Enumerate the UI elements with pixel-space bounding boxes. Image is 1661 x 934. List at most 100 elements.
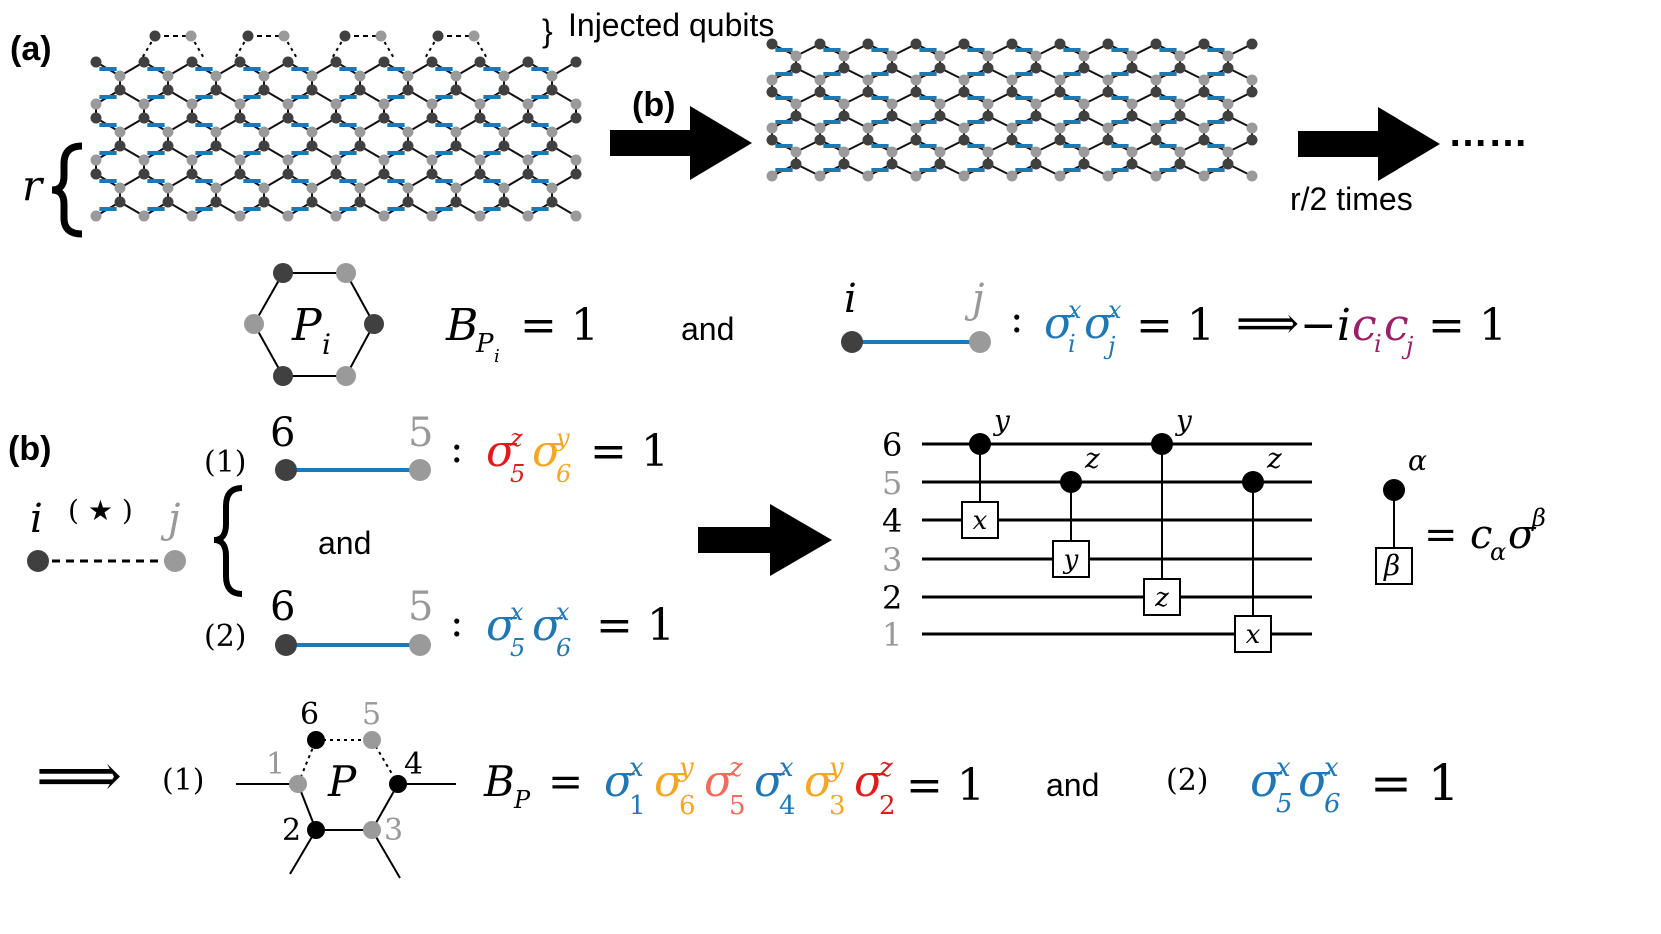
majorana-minus-i: −i: [1300, 300, 1351, 351]
gate-legend: [1375, 479, 1413, 585]
sigma-sup: y: [828, 753, 844, 783]
condition-2-colon: :: [450, 600, 463, 646]
wire-label: 1: [882, 616, 902, 654]
svg-text:6: 6: [556, 634, 571, 662]
control-label: y: [992, 404, 1011, 437]
sigma-sub: 1: [629, 791, 646, 821]
svg-text:x: x: [1068, 296, 1082, 324]
svg-text:σ: σ: [1044, 298, 1076, 349]
gate-label: z: [1154, 583, 1169, 613]
plaquette-label-sub: i: [322, 328, 331, 361]
control-dot: [1060, 471, 1082, 493]
injected-qubits-row: [140, 30, 489, 61]
arrow-right-icon: [1298, 107, 1440, 181]
sigma-sup: x: [779, 753, 794, 783]
svg-text:5: 5: [1276, 789, 1293, 819]
svg-text:σ: σ: [486, 600, 518, 651]
final-xx-term: σ x 5 σ x 6: [1250, 753, 1341, 819]
sigma-sub: 6: [679, 791, 696, 821]
condition-1-eq: = 1: [590, 426, 669, 477]
condition-2-bond: [275, 634, 431, 656]
legend-alpha: α: [1408, 444, 1427, 477]
svg-text:σ: σ: [532, 426, 564, 477]
svg-text:i: i: [1374, 330, 1382, 358]
gate-label: x: [1246, 620, 1261, 650]
node-4: 4: [404, 747, 423, 782]
honeycomb-lattice-evolved: [766, 38, 1258, 182]
node-3: 3: [384, 813, 403, 848]
sigma-sub: 3: [829, 791, 846, 821]
node-6: 6: [300, 697, 319, 732]
svg-text:5: 5: [510, 460, 525, 488]
legend-c: c: [1470, 512, 1492, 558]
r-label: r: [22, 161, 45, 210]
sigma-sup: y: [678, 753, 694, 783]
condition-1-term: σ z 5 σ y 6: [486, 424, 571, 488]
sigma-term: σ: [754, 756, 786, 807]
bond-xx-term: σ x i σ x j: [1044, 296, 1122, 360]
legend-eq: =: [1424, 512, 1458, 558]
wire-label: 5: [882, 464, 902, 502]
bp-tail: = 1: [906, 760, 985, 811]
svg-text:c: c: [1352, 300, 1377, 351]
panel-label-a: (a): [10, 30, 52, 68]
implies-arrow-big: ⟹: [36, 741, 122, 811]
sigma-sub: 4: [779, 791, 796, 821]
condition-1-right: 5: [408, 410, 433, 456]
control-dot: [1151, 433, 1173, 455]
wire-label: 3: [882, 541, 902, 579]
gate-box: [1143, 578, 1181, 616]
condition-1-number: (1): [204, 445, 247, 480]
svg-text:6: 6: [1324, 789, 1341, 819]
svg-text:σ: σ: [532, 600, 564, 651]
bottom-plaquette: [236, 731, 456, 879]
wire-label: 4: [882, 502, 902, 540]
final-eq: = 1: [1370, 754, 1460, 812]
b-operator-eq: = 1: [520, 300, 599, 351]
svg-text:x: x: [510, 598, 524, 626]
svg-text:i: i: [1068, 330, 1076, 358]
bp-operator: B: [483, 757, 515, 806]
arrow-right-icon: [698, 504, 832, 576]
sigma-sup: z: [878, 753, 893, 783]
injected-qubits-label: Injected qubits: [568, 7, 774, 43]
honeycomb-lattice-initial: [90, 56, 582, 222]
injected-site-i: i: [30, 496, 43, 542]
sigma-sup: x: [629, 753, 644, 783]
sigma-term: σ: [854, 756, 886, 807]
control-dot: [1242, 471, 1264, 493]
svg-text:σ: σ: [1250, 753, 1283, 807]
control-label: y: [1174, 404, 1193, 437]
svg-text:5: 5: [510, 634, 525, 662]
bond-site-i: i: [844, 276, 857, 322]
gate-label: y: [1063, 545, 1079, 575]
svg-text:σ: σ: [1298, 753, 1331, 807]
condition-1-left: 6: [270, 410, 295, 456]
svg-text:c: c: [1384, 300, 1409, 351]
node-2: 2: [282, 813, 301, 848]
legend-sigma: σ: [1508, 512, 1537, 558]
repeat-count-label: r/2 times: [1290, 181, 1413, 217]
ellipsis: ……: [1448, 111, 1528, 155]
gate-box: [1052, 540, 1090, 578]
blue-bond-example: [841, 331, 991, 353]
star-label: ( ★ ): [68, 494, 133, 527]
implies-arrow: ⟹: [1236, 298, 1299, 349]
sigma-term: σ: [654, 756, 686, 807]
gate-box: [1234, 615, 1272, 653]
and-label: and: [318, 525, 371, 561]
control-label: z: [1084, 442, 1100, 475]
plaquette-label: P: [291, 300, 323, 351]
bp-operator-sub: P: [513, 786, 531, 814]
r-brace: [51, 142, 83, 238]
bottom-number-2: (2): [1166, 763, 1209, 798]
sigma-term: σ: [804, 756, 836, 807]
legend-beta: β: [1383, 549, 1400, 582]
condition-1-colon: :: [450, 426, 463, 472]
bond-eq1: = 1: [1136, 300, 1215, 351]
sigma-term: σ: [704, 756, 736, 807]
condition-2-left: 6: [270, 584, 295, 630]
svg-text:x: x: [556, 598, 570, 626]
